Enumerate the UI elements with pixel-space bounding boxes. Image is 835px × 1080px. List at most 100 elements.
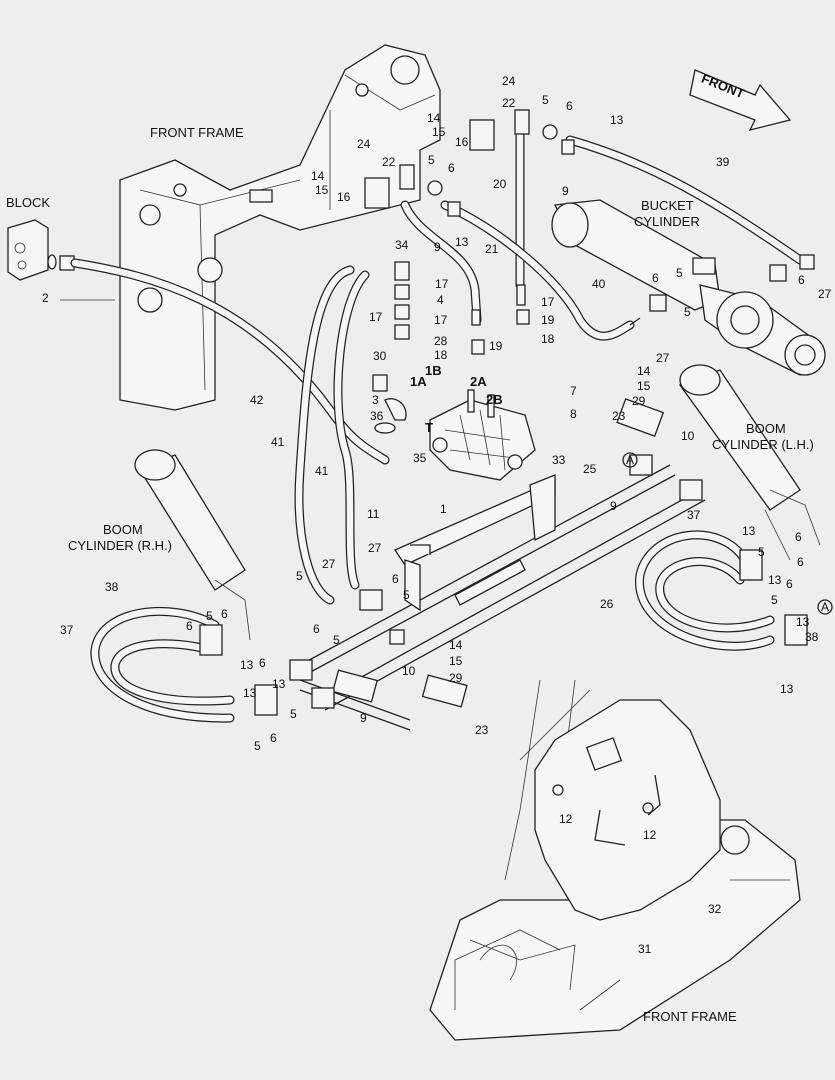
block: [7, 219, 75, 281]
callout-36: 36: [370, 409, 384, 423]
callout-26: 26: [600, 597, 614, 611]
callout-38: 38: [805, 630, 819, 644]
callout-32: 32: [708, 902, 722, 916]
callout-6: 6: [221, 607, 228, 621]
callout-21: 21: [485, 242, 499, 256]
control-valve: [429, 389, 536, 481]
callout-14: 14: [311, 169, 325, 183]
callout-13: 13: [768, 573, 782, 587]
callout-8: 8: [570, 407, 577, 421]
front-frame-top-label: FRONT FRAME: [150, 125, 244, 140]
callout-11: 11: [367, 507, 380, 521]
callout-29: 29: [632, 394, 646, 408]
callout-31: 31: [638, 942, 652, 956]
callout-6: 6: [798, 273, 805, 287]
callout-24: 24: [357, 137, 371, 151]
ref-a-label-2: A: [821, 600, 829, 614]
callout-6: 6: [566, 99, 573, 113]
callout-6: 6: [392, 572, 399, 586]
callout-41: 41: [271, 435, 285, 449]
callout-27: 27: [368, 541, 382, 555]
callout-35: 35: [413, 451, 427, 465]
boom-lh-label-1: BOOM: [746, 421, 786, 436]
callout-6: 6: [313, 622, 320, 636]
fittings: [199, 109, 815, 716]
callout-6: 6: [259, 656, 266, 670]
callout-6: 6: [270, 731, 277, 745]
callout-24: 24: [502, 74, 516, 88]
callout-14: 14: [637, 364, 651, 378]
callout-9: 9: [434, 240, 441, 254]
callout-13: 13: [610, 113, 624, 127]
callout-5: 5: [333, 633, 340, 647]
boom-cylinder-lh: [678, 364, 821, 561]
port-1b-label: 1B: [425, 363, 442, 378]
steel-tubes: [299, 464, 706, 731]
callout-20: 20: [493, 177, 507, 191]
callout-13: 13: [742, 524, 756, 538]
callout-18: 18: [541, 332, 555, 346]
callout-5: 5: [684, 305, 691, 319]
callout-22: 22: [502, 96, 516, 110]
callout-23: 23: [475, 723, 489, 737]
boom-rh-label-2: CYLINDER (R.H.): [68, 538, 172, 553]
callout-9: 9: [562, 184, 569, 198]
boom-lh-label-2: CYLINDER (L.H.): [712, 437, 814, 452]
callout-13: 13: [240, 658, 254, 672]
callout-30: 30: [373, 349, 387, 363]
callout-12: 12: [643, 828, 657, 842]
block-label: BLOCK: [6, 195, 50, 210]
callout-13: 13: [796, 615, 810, 629]
callout-41: 41: [315, 464, 329, 478]
callout-5: 5: [542, 93, 549, 107]
front-frame-bottom-label: FRONT FRAME: [643, 1009, 737, 1024]
callout-5: 5: [296, 569, 303, 583]
front-frame-upper: [60, 44, 441, 411]
callout-7: 7: [570, 384, 577, 398]
callout-10: 10: [402, 664, 416, 678]
callout-23: 23: [612, 409, 626, 423]
callout-22: 22: [382, 155, 396, 169]
bucket-cylinder-label-1: BUCKET: [641, 198, 694, 213]
callout-34: 34: [395, 238, 409, 252]
callout-17: 17: [541, 295, 555, 309]
callout-19: 19: [489, 339, 503, 353]
callout-15: 15: [449, 654, 463, 668]
callout-15: 15: [432, 125, 446, 139]
callout-12: 12: [559, 812, 573, 826]
hoses: [70, 125, 805, 723]
callout-29: 29: [449, 671, 463, 685]
callout-5: 5: [771, 593, 778, 607]
callout-3: 3: [372, 393, 379, 407]
callout-5: 5: [758, 545, 765, 559]
callout-13: 13: [272, 677, 286, 691]
callout-9: 9: [360, 711, 367, 725]
ref-a-label-1: A: [626, 453, 634, 467]
cover-plate: [534, 699, 721, 921]
callout-13: 13: [243, 686, 257, 700]
port-2b-label: 2B: [486, 392, 503, 407]
callout-27: 27: [656, 351, 670, 365]
callout-6: 6: [448, 161, 455, 175]
callout-10: 10: [681, 429, 695, 443]
callout-33: 33: [552, 453, 566, 467]
bucket-cylinder: [551, 199, 826, 376]
port-1a-label: 1A: [410, 374, 427, 389]
boom-rh-label-1: BOOM: [103, 522, 143, 537]
callout-27: 27: [322, 557, 336, 571]
callout-5: 5: [290, 707, 297, 721]
callout-18: 18: [434, 348, 448, 362]
bucket-cylinder-label-2: CYLINDER: [634, 214, 700, 229]
callout-39: 39: [716, 155, 730, 169]
ref-a-circle-1: [622, 452, 638, 468]
callout-15: 15: [637, 379, 651, 393]
bracket-1: [394, 474, 556, 612]
callout-5: 5: [206, 609, 213, 623]
callout-17: 17: [434, 313, 448, 327]
callout-6: 6: [652, 271, 659, 285]
callout-2: 2: [42, 291, 49, 305]
callout-13: 13: [780, 682, 794, 696]
callout-6: 6: [797, 555, 804, 569]
